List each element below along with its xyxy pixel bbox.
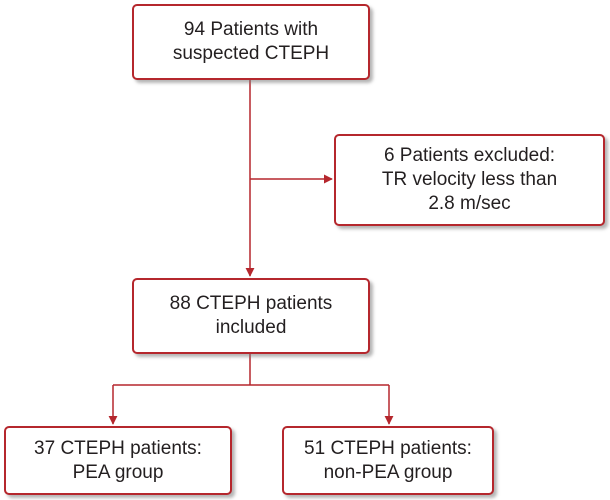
excluded-line-3: 2.8 m/sec	[428, 193, 511, 214]
included-line-2: included	[215, 317, 287, 338]
non-pea-line-2: non-PEA group	[323, 461, 453, 483]
non-pea-group-box: 51 CTEPH patients: non-PEA group	[282, 426, 494, 495]
suspected-patients-box: 94 Patients with suspected CTEPH	[132, 4, 370, 80]
included-patients-box: 88 CTEPH patients included	[132, 278, 370, 354]
excluded-line-1: 6 Patients excluded:	[383, 145, 556, 166]
suspected-line-2: suspected CTEPH	[172, 43, 330, 64]
included-line-1: 88 CTEPH patients	[169, 293, 333, 314]
pea-line-2: PEA group	[72, 461, 164, 483]
pea-group-box: 37 CTEPH patients: PEA group	[4, 426, 232, 495]
excluded-line-2: TR velocity less than	[381, 169, 558, 190]
non-pea-line-1: 51 CTEPH patients:	[304, 437, 472, 459]
suspected-line-1: 94 Patients with	[183, 19, 319, 40]
excluded-patients-box: 6 Patients excluded: TR velocity less th…	[334, 134, 605, 226]
pea-line-1: 37 CTEPH patients:	[34, 437, 202, 459]
